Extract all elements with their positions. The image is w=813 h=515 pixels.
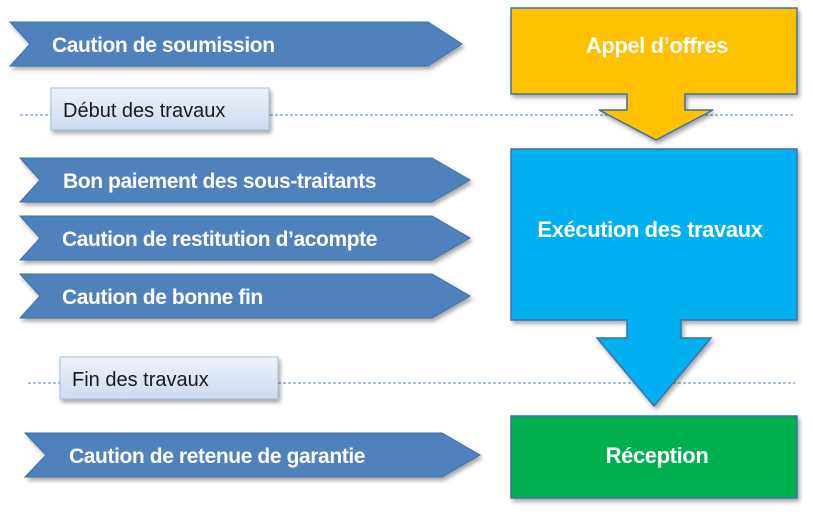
caution-arrow-retenue-garantie: Caution de retenue de garantie [23, 432, 481, 478]
phase-reception: Réception [510, 415, 798, 499]
caution-arrow-bonne-fin: Caution de bonne fin [18, 273, 471, 319]
phase-label: Appel d’offres [586, 33, 728, 58]
caution-arrow-sous-traitants: Bon paiement des sous-traitants [18, 157, 471, 203]
caution-arrow-label: Caution de retenue de garantie [69, 445, 365, 468]
phase-appel-offres: Appel d’offres [510, 7, 798, 141]
phase-label: Réception [606, 443, 709, 468]
milestone-label: Début des travaux [63, 100, 225, 122]
phase-label: Exécution des travaux [537, 217, 763, 242]
caution-arrow-label: Bon paiement des sous-traitants [63, 170, 376, 193]
caution-arrow-label: Caution de restitution d’acompte [62, 228, 377, 251]
caution-arrow-label: Caution de soumission [52, 34, 275, 57]
caution-arrow-restitution-acompte: Caution de restitution d’acompte [18, 215, 471, 261]
caution-arrow-label: Caution de bonne fin [62, 286, 263, 309]
milestone-label: Fin des travaux [72, 369, 209, 391]
phase-execution-travaux: Exécution des travaux [510, 148, 798, 408]
milestone-fin-travaux: Fin des travaux [59, 356, 279, 400]
caution-arrow-soumission: Caution de soumission [8, 21, 463, 67]
milestone-debut-travaux: Début des travaux [50, 87, 270, 131]
